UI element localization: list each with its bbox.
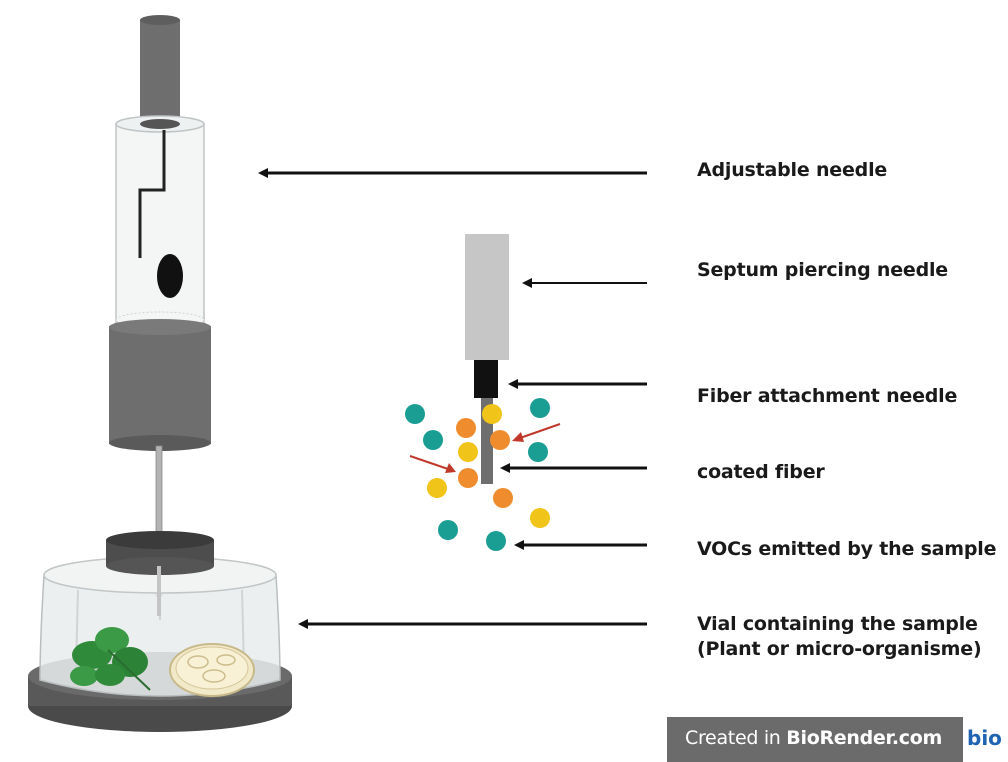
- petri-dish: [169, 643, 255, 697]
- fiber-detail: [465, 234, 509, 484]
- label-vocs: VOCs emitted by the sample: [697, 538, 997, 560]
- adsorption-arrows: [409, 423, 561, 473]
- sleeve-bottom: [109, 435, 211, 451]
- red-arrow-left: [409, 455, 449, 470]
- voc-particle-teal: [423, 430, 443, 450]
- needle-in-vial: [157, 566, 161, 616]
- voc-particle-teal: [528, 442, 548, 462]
- label-adjustable-needle: Adjustable needle: [697, 159, 888, 181]
- voc-particle-teal: [486, 531, 506, 551]
- label-septum-piercing-needle: Septum piercing needle: [697, 259, 948, 281]
- voc-particles: [405, 398, 550, 551]
- sample-vial: [28, 531, 292, 732]
- biorender-logo-text: bio: [967, 726, 1002, 750]
- sleeve-top: [109, 319, 211, 335]
- label-vial-line2: (Plant or micro-organisme): [697, 638, 982, 660]
- transparent-barrel: [115, 123, 205, 323]
- voc-particle-teal: [405, 404, 425, 424]
- watermark-brand: BioRender.com: [786, 727, 942, 749]
- label-coated-fiber: coated fiber: [697, 461, 825, 483]
- guide-slot: [138, 130, 166, 258]
- biorender-watermark: Created in BioRender.com bio: [667, 717, 1008, 762]
- watermark-text: Created in BioRender.com: [685, 727, 942, 749]
- fiber-attachment-needle: [474, 360, 498, 398]
- voc-particle-orange: [458, 468, 478, 488]
- voc-particle-orange: [456, 418, 476, 438]
- voc-particle-yellow: [530, 508, 550, 528]
- holder-sleeve: [109, 326, 211, 444]
- voc-particle-orange: [493, 488, 513, 508]
- vial-cap-top: [106, 531, 214, 549]
- voc-particle-yellow: [482, 404, 502, 424]
- label-fiber-attachment-needle: Fiber attachment needle: [697, 385, 958, 407]
- septum-piercing-needle: [465, 234, 509, 360]
- plunger-rod: [140, 20, 180, 124]
- biorender-logo: bio: [963, 717, 1008, 762]
- spme-holder: [109, 15, 211, 597]
- voc-particle-yellow: [427, 478, 447, 498]
- voc-particle-orange: [490, 430, 510, 450]
- plunger-bottom: [140, 119, 180, 129]
- voc-particle-yellow: [458, 442, 478, 462]
- leader-arrows: [258, 168, 647, 629]
- red-arrow-right: [519, 423, 561, 439]
- voc-particle-teal: [530, 398, 550, 418]
- voc-particle-teal: [438, 520, 458, 540]
- watermark-prefix: Created in: [685, 727, 787, 749]
- label-vial-line1: Vial containing the sample: [697, 613, 978, 635]
- plunger-cap: [140, 15, 180, 25]
- barrel-window: [157, 254, 183, 298]
- plant-sample: [70, 627, 151, 691]
